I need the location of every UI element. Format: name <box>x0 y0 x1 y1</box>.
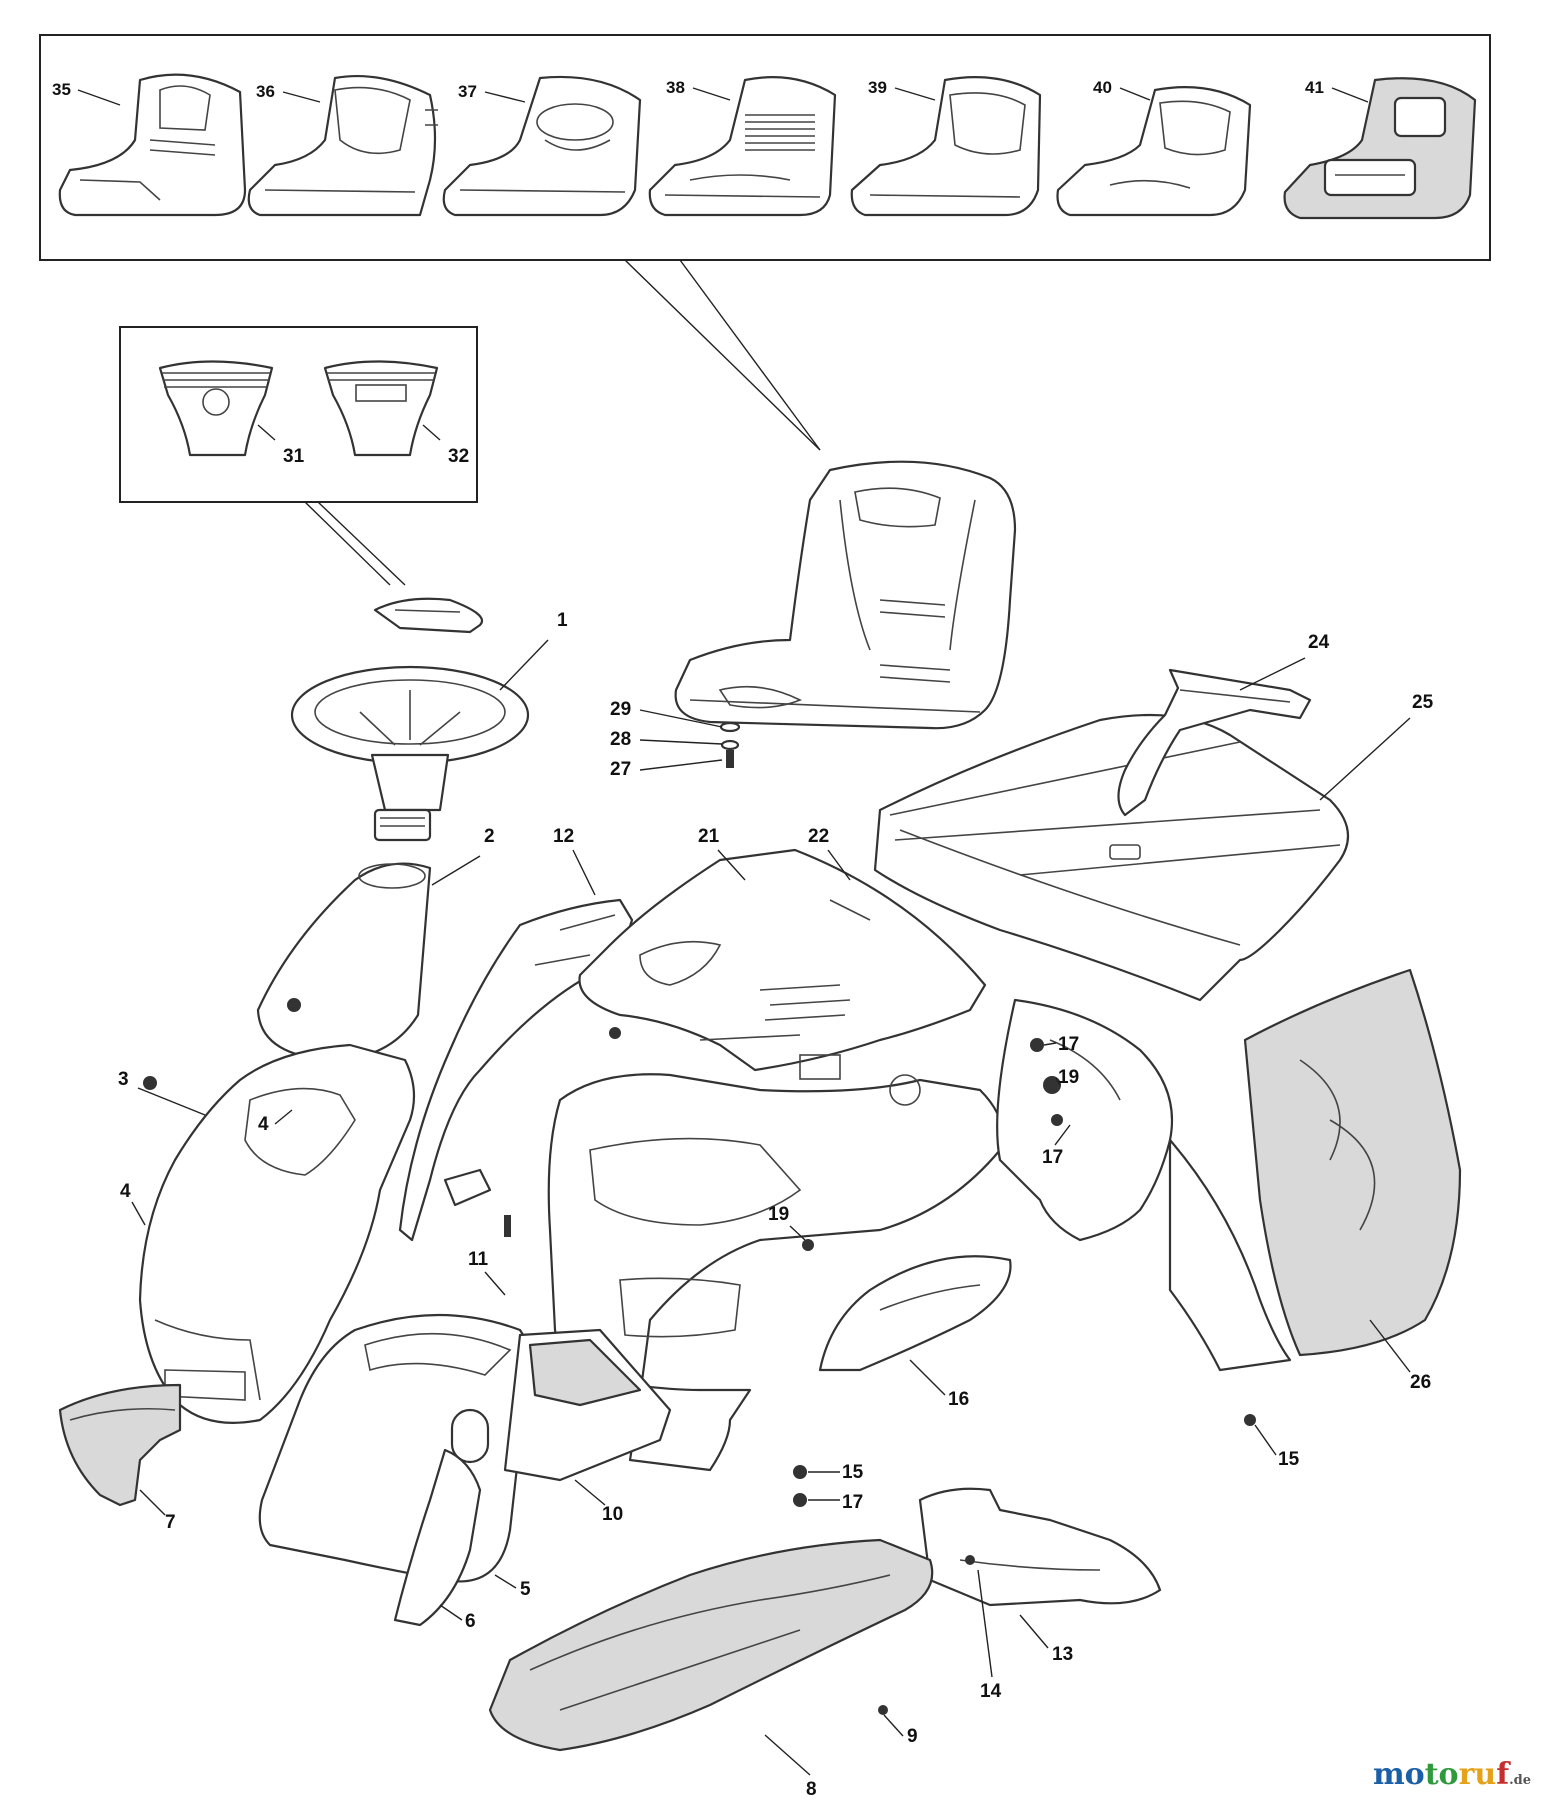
callout-17a: 17 <box>1058 1034 1079 1055</box>
callout-12: 12 <box>553 826 574 847</box>
callout-4b: 4 <box>120 1181 131 1202</box>
callout-27: 27 <box>610 759 631 780</box>
callout-15a: 15 <box>842 1462 864 1483</box>
motoruf-logo: motoruf.de <box>1372 1757 1531 1792</box>
callout-39: 39 <box>868 78 887 97</box>
callout-36: 36 <box>256 82 275 101</box>
heat-shield <box>393 1448 482 1627</box>
seat-options-frame <box>39 34 1491 261</box>
callout-17b: 17 <box>1042 1147 1063 1168</box>
callout-6: 6 <box>465 1611 476 1632</box>
seat-option-36 <box>247 75 438 217</box>
right-side-skirt <box>918 1487 1162 1607</box>
steering-cap-inset: 31 32 <box>119 326 478 586</box>
seat-option-38 <box>648 76 837 217</box>
steering-column-cover <box>256 862 432 1062</box>
callout-38: 38 <box>666 78 685 97</box>
callout-7: 7 <box>165 1512 176 1533</box>
front-hood <box>138 1043 416 1424</box>
callout-15b: 15 <box>1278 1449 1300 1470</box>
main-seat <box>674 460 1017 730</box>
callout-8: 8 <box>806 1779 817 1800</box>
callout-29: 29 <box>610 699 631 720</box>
callout-28: 28 <box>610 729 631 750</box>
rear-body <box>996 998 1292 1372</box>
callout-32: 32 <box>448 446 469 467</box>
floor-mat <box>503 1328 672 1482</box>
steering-wheel <box>290 597 530 842</box>
callout-26: 26 <box>1410 1372 1431 1393</box>
seat-fasteners <box>719 721 741 768</box>
dash-panel <box>578 848 987 1072</box>
callout-1: 1 <box>557 610 568 631</box>
callout-21: 21 <box>698 826 720 847</box>
grass-bag <box>1243 968 1462 1357</box>
grass-catcher-lid <box>873 713 1350 1002</box>
callout-9: 9 <box>907 1726 918 1747</box>
steering-cap-frame <box>119 326 478 503</box>
callout-25: 25 <box>1412 692 1434 713</box>
callout-13: 13 <box>1052 1644 1073 1665</box>
steering-cap-32 <box>323 360 439 457</box>
callout-5: 5 <box>520 1579 531 1600</box>
callout-37: 37 <box>458 82 477 101</box>
callout-41: 41 <box>1305 78 1324 97</box>
callout-4a: 4 <box>258 1114 269 1135</box>
callout-40: 40 <box>1093 78 1112 97</box>
right-fender <box>818 1255 1012 1372</box>
callout-10: 10 <box>602 1504 623 1525</box>
callout-35: 35 <box>52 80 71 99</box>
callout-2: 2 <box>484 826 495 847</box>
callout-22: 22 <box>808 826 829 847</box>
steering-cap-31 <box>158 360 274 457</box>
callout-19b: 19 <box>768 1204 789 1225</box>
seat-options-inset: 35 36 37 38 39 40 41 <box>39 34 1491 451</box>
callouts: 1 2 3 4 4 5 6 7 8 9 10 11 12 13 14 15 15 <box>118 610 1434 1800</box>
front-bumper-guard <box>58 1383 182 1507</box>
callout-16: 16 <box>948 1389 969 1410</box>
seat-option-41 <box>1283 77 1477 220</box>
callout-31: 31 <box>283 446 305 467</box>
hardware-parts <box>143 998 1256 1715</box>
seat-option-37 <box>442 75 642 217</box>
seat-option-35 <box>58 73 247 217</box>
callout-24: 24 <box>1308 632 1330 653</box>
catcher-handle <box>1117 668 1312 817</box>
seat-option-40 <box>1056 86 1252 217</box>
callout-19a: 19 <box>1058 1067 1079 1088</box>
undercarriage-shield <box>488 1538 934 1752</box>
seat-option-39 <box>850 76 1042 217</box>
callout-3: 3 <box>118 1069 129 1090</box>
callout-11: 11 <box>468 1249 489 1270</box>
left-fender <box>398 898 634 1242</box>
callout-14: 14 <box>980 1681 1002 1702</box>
callout-17c: 17 <box>842 1492 863 1513</box>
